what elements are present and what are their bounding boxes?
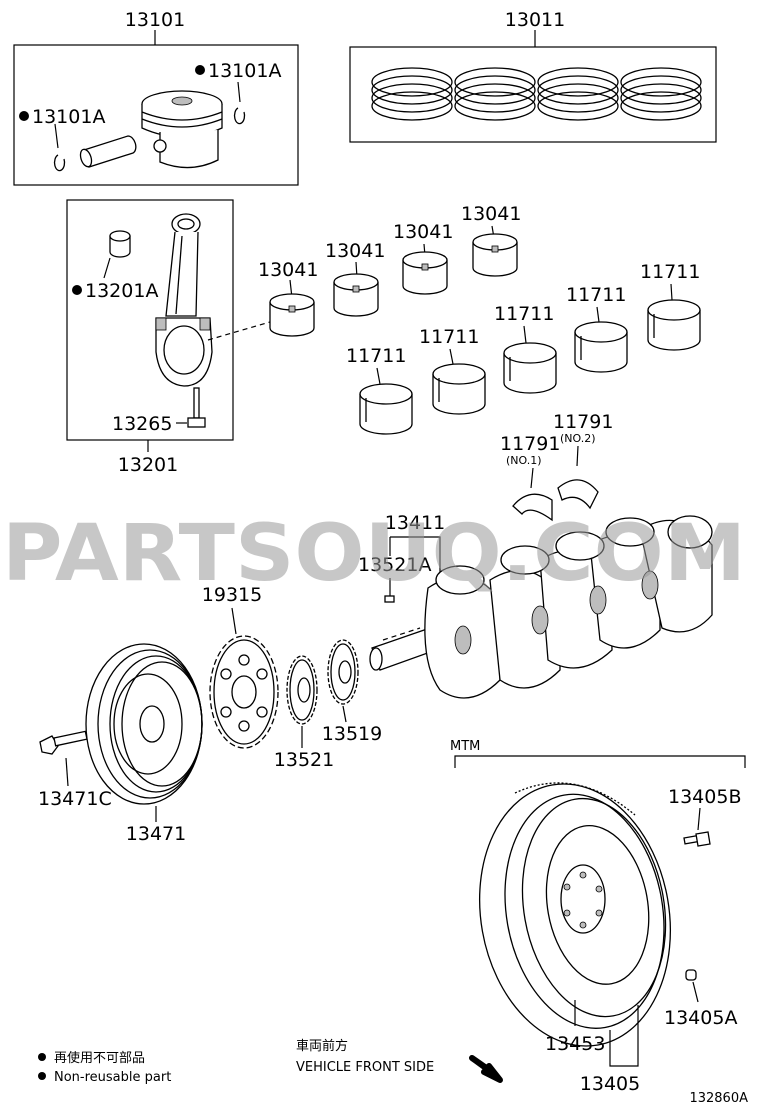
label-13519[interactable]: 13519 — [322, 723, 382, 745]
label-13471[interactable]: 13471 — [126, 823, 186, 845]
label-13041-1[interactable]: 13041 — [258, 259, 318, 281]
label-13201A[interactable]: 13201A — [85, 280, 158, 302]
figure-code: 132860A — [689, 1091, 748, 1106]
label-13265[interactable]: 13265 — [112, 413, 172, 435]
pulley-bolt-icon[interactable] — [39, 730, 88, 755]
direction-en: VEHICLE FRONT SIDE — [296, 1060, 434, 1075]
flywheel-group: MTM 13405B 13405A 13453 13405 — [450, 739, 746, 1095]
timing-gear-group: 19315 — [202, 584, 279, 749]
thrust-washer-no1-icon[interactable] — [512, 493, 553, 522]
label-mtm: MTM — [450, 739, 480, 754]
piston-icon[interactable] — [141, 90, 223, 169]
label-13521A[interactable]: 13521A — [358, 554, 431, 576]
sprockets: 13521 13519 — [274, 639, 382, 771]
non-reusable-dot-icon — [195, 65, 205, 75]
label-13201[interactable]: 13201 — [118, 454, 178, 476]
label-11791-no1-sub: (NO.1) — [506, 454, 542, 467]
snap-ring-left-icon[interactable] — [53, 154, 66, 172]
label-11791-no2[interactable]: 11791 — [553, 411, 613, 433]
rod-bearing-icon[interactable] — [333, 273, 379, 317]
label-11711-b[interactable]: 11711 — [419, 326, 479, 348]
flywheel-bolt-icon[interactable] — [683, 831, 711, 847]
crank-sprocket-icon[interactable] — [286, 655, 318, 725]
label-11711-c[interactable]: 11711 — [494, 303, 554, 325]
non-reusable-dot-icon — [72, 285, 82, 295]
label-13405A[interactable]: 13405A — [664, 1007, 737, 1029]
leader-dashed — [207, 321, 271, 341]
label-13521[interactable]: 13521 — [274, 749, 334, 771]
rod-bearings: 13041 13041 13041 13041 — [258, 203, 521, 337]
key-icon[interactable] — [384, 595, 395, 603]
ring-set-group: 13011 — [349, 9, 717, 143]
snap-ring-right-icon[interactable] — [233, 107, 246, 125]
piston-rings-icon[interactable] — [371, 67, 702, 121]
legend: 再使用不可部品 Non-reusable part — [38, 1050, 171, 1085]
piston-pin-icon[interactable] — [78, 135, 137, 168]
label-13471C[interactable]: 13471C — [38, 788, 112, 810]
label-11791-no2-sub: (NO.2) — [560, 432, 596, 445]
piston-group: 13101 13101A 13101A — [13, 9, 299, 186]
main-bearings: 11711 11711 11711 11711 11711 — [346, 261, 701, 435]
rod-bearing-icon[interactable] — [472, 233, 518, 277]
main-bearing-icon[interactable] — [503, 342, 557, 394]
sensor-plate-icon[interactable] — [209, 635, 279, 749]
thrust-washer-no2-icon[interactable] — [557, 479, 599, 510]
bushing-icon[interactable] — [109, 230, 131, 258]
label-13041-2[interactable]: 13041 — [325, 240, 385, 262]
crank-pulley-icon[interactable] — [85, 643, 203, 805]
crankshaft-group: 13411 13521A — [358, 512, 713, 699]
crankshaft-icon[interactable] — [369, 515, 713, 699]
front-direction-arrow-icon — [469, 1055, 503, 1083]
label-19315[interactable]: 19315 — [202, 584, 262, 606]
rod-bearing-icon[interactable] — [402, 251, 448, 295]
main-bearing-icon[interactable] — [574, 321, 628, 373]
label-11711-e[interactable]: 11711 — [640, 261, 700, 283]
rod-bolt-icon[interactable] — [187, 387, 206, 428]
label-13101A-left[interactable]: 13101A — [32, 106, 105, 128]
label-13041-3[interactable]: 13041 — [393, 221, 453, 243]
label-13453[interactable]: 13453 — [545, 1033, 605, 1055]
non-reusable-dot-icon — [38, 1072, 46, 1080]
label-13101A-right[interactable]: 13101A — [208, 60, 281, 82]
main-bearing-icon[interactable] — [647, 299, 701, 351]
non-reusable-dot-icon — [38, 1053, 46, 1061]
rod-bearing-icon[interactable] — [269, 293, 315, 337]
flywheel-icon[interactable] — [460, 769, 691, 1062]
thrust-washers: 11791 (NO.2) 11791 (NO.1) — [500, 411, 613, 522]
dowel-pin-icon[interactable] — [685, 969, 697, 981]
main-bearing-icon[interactable] — [359, 383, 413, 435]
direction-note: 車両前方 VEHICLE FRONT SIDE — [296, 1038, 503, 1083]
main-bearing-icon[interactable] — [432, 363, 486, 415]
label-13011[interactable]: 13011 — [505, 9, 565, 31]
label-13405[interactable]: 13405 — [580, 1073, 640, 1095]
oil-pump-sprocket-icon[interactable] — [327, 639, 359, 705]
label-13411[interactable]: 13411 — [385, 512, 445, 534]
legend-en: Non-reusable part — [54, 1070, 171, 1085]
label-13101[interactable]: 13101 — [125, 9, 185, 31]
label-13405B[interactable]: 13405B — [668, 786, 741, 808]
pulley-group: 13471C 13471 — [38, 643, 203, 845]
conrod-group: 13201 13201A 13265 — [66, 199, 234, 476]
non-reusable-dot-icon — [19, 111, 29, 121]
legend-jp: 再使用不可部品 — [54, 1050, 145, 1066]
label-11791-no1[interactable]: 11791 — [500, 433, 560, 455]
label-11711-a[interactable]: 11711 — [346, 345, 406, 367]
connecting-rod-icon[interactable] — [155, 213, 213, 387]
direction-jp: 車両前方 — [296, 1038, 348, 1054]
label-13041-4[interactable]: 13041 — [461, 203, 521, 225]
watermark: PARTSOUQ.COM — [2, 509, 746, 599]
label-11711-d[interactable]: 11711 — [566, 284, 626, 306]
